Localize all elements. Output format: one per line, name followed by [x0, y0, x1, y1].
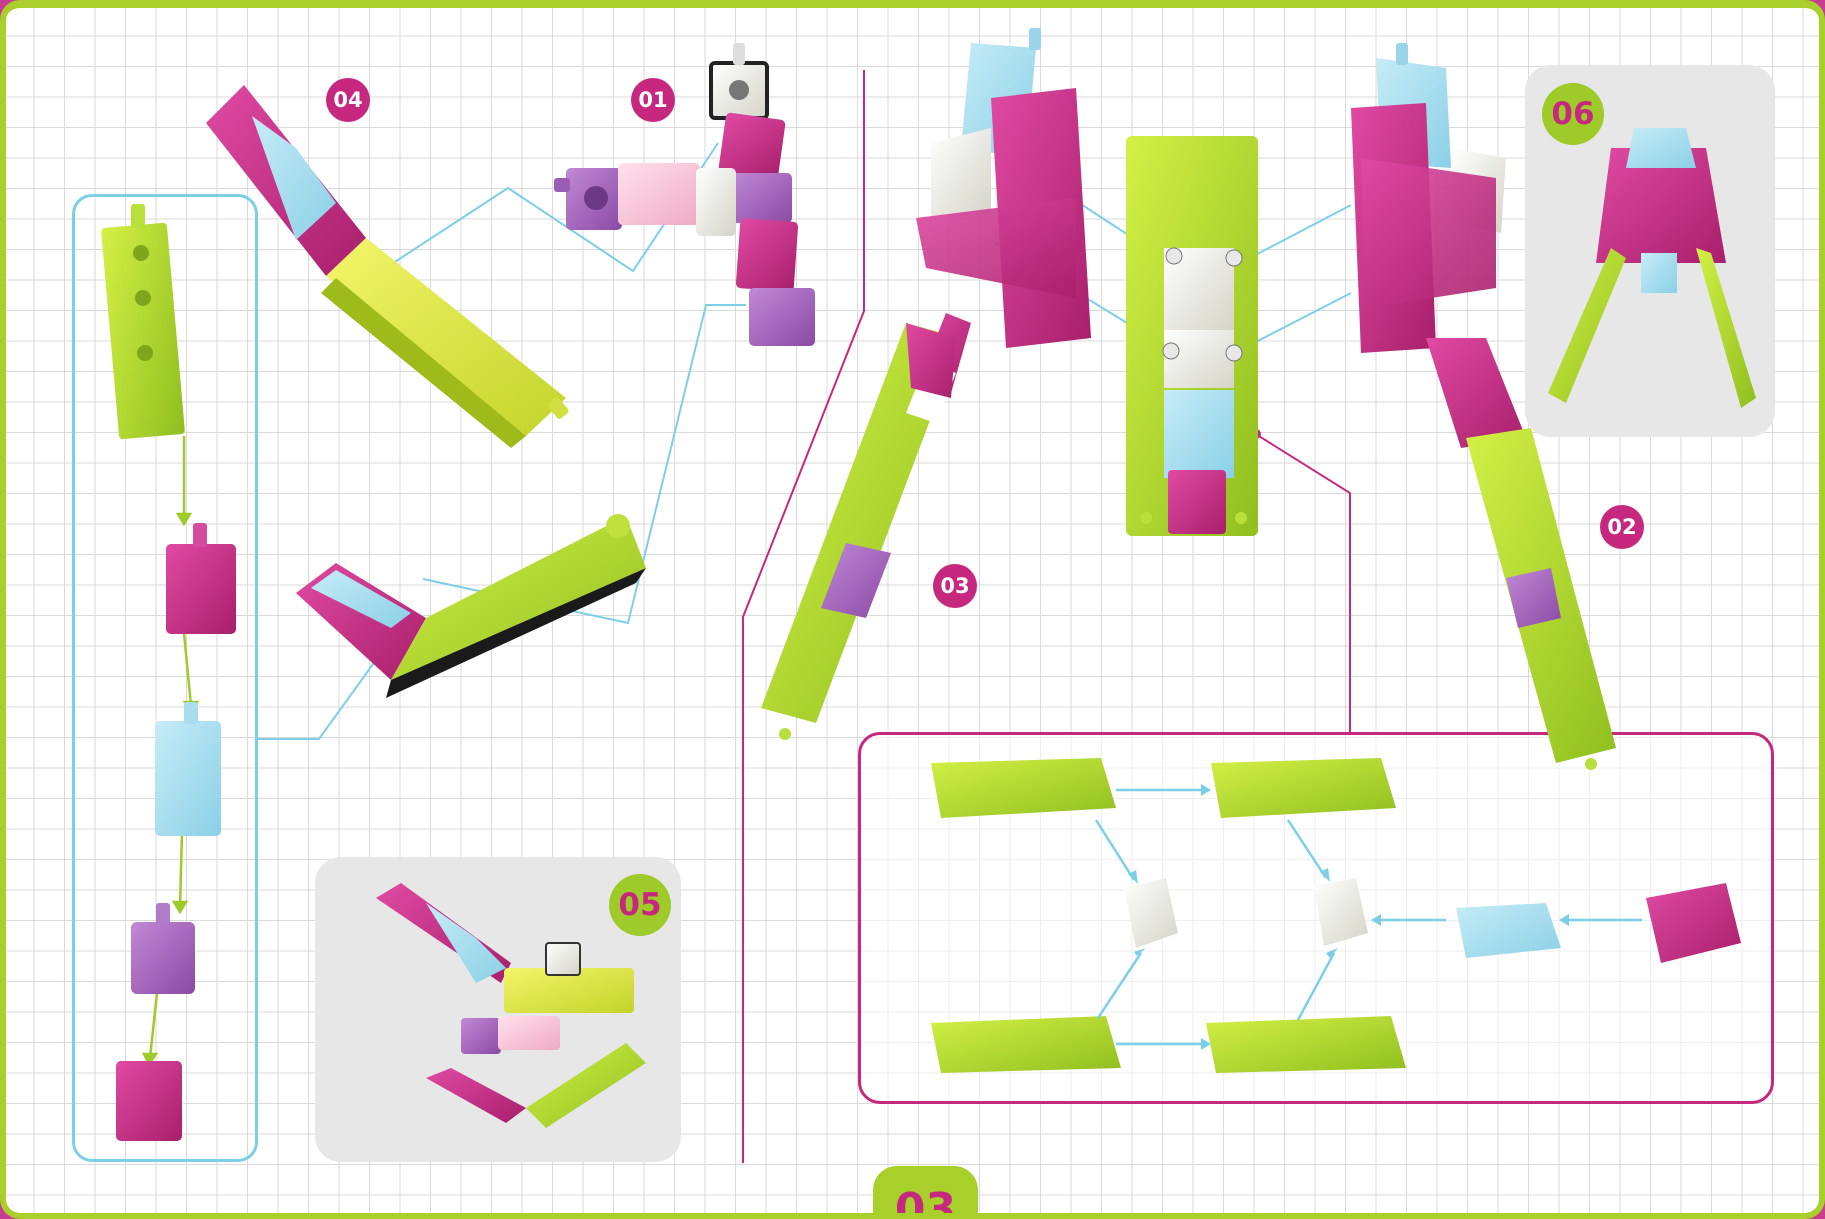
page-number: 03: [895, 1188, 956, 1219]
step-04-label: 04: [333, 88, 362, 112]
page-number-tab: 03: [873, 1166, 978, 1219]
step-02-badge: 02: [1600, 505, 1644, 549]
step-05-label: 05: [618, 887, 661, 923]
sub-assembly-panel: [72, 194, 258, 1162]
step-03-assembly: [761, 28, 1091, 740]
step-05-badge: 05: [609, 874, 671, 936]
sub-assembly-panel-bottom-right: [858, 732, 1774, 1104]
step-01-badge: 01: [631, 78, 675, 122]
step-06-label: 06: [1551, 96, 1594, 132]
step-01-label: 01: [638, 88, 667, 112]
step-04-badge: 04: [326, 78, 370, 122]
step-03-label: 03: [940, 574, 969, 598]
step-03-badge: 03: [933, 564, 977, 608]
step-04-assembly: [206, 85, 570, 448]
step-02-label: 02: [1607, 515, 1636, 539]
step-04-lower-assembly: [296, 514, 646, 698]
step-06-badge: 06: [1542, 83, 1604, 145]
step-01-assembly: [554, 43, 815, 346]
step-02-center-assembly: [1126, 136, 1258, 536]
